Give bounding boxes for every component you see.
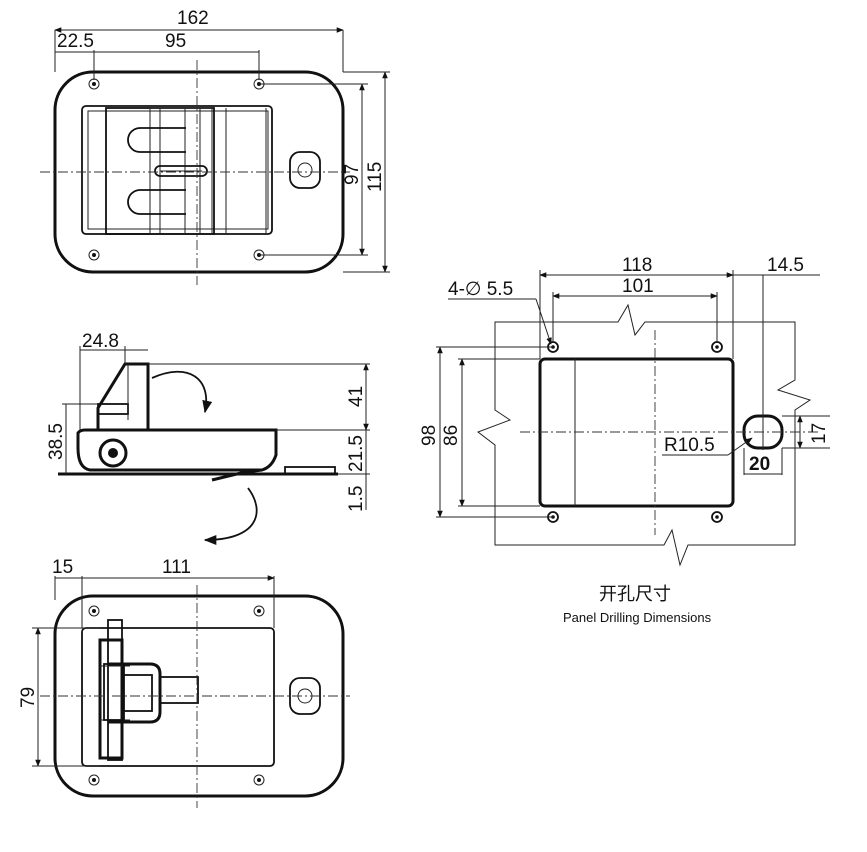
dim-slot-width: 20 xyxy=(749,454,770,475)
caption-title-en: Panel Drilling Dimensions xyxy=(563,610,712,625)
cutout-opening xyxy=(538,357,735,508)
top-view-handle xyxy=(105,107,267,235)
side-view-handle xyxy=(96,362,150,430)
bottom-view-holes xyxy=(88,605,265,786)
top-view-keyhole xyxy=(289,151,321,189)
dim-slot-offset: 14.5 xyxy=(767,255,804,276)
side-view-knob xyxy=(98,438,128,468)
side-view: 24.8 38.5 41 21.5 1.5 xyxy=(46,331,370,546)
dim-total-height: 41 xyxy=(346,386,367,407)
dim-bottom-offset: 15 xyxy=(52,557,73,578)
bottom-view-mechanism xyxy=(98,619,199,761)
top-view-holes xyxy=(88,78,265,261)
dim-handle-width: 24.8 xyxy=(82,331,119,352)
top-view: 162 22.5 95 97 115 xyxy=(40,8,390,285)
dim-left-height: 38.5 xyxy=(46,423,67,460)
dim-hole-spacing: 95 xyxy=(165,31,186,52)
dim-cutout-hole-spacing: 101 xyxy=(622,276,654,297)
dim-overall-width: 162 xyxy=(177,8,209,29)
dim-slot-height: 17 xyxy=(809,423,830,444)
dim-bottom-height: 79 xyxy=(18,687,39,708)
caption-title-cn: 开孔尺寸 xyxy=(599,584,671,605)
dim-overall-height: 115 xyxy=(365,162,386,192)
dim-body-height: 21.5 xyxy=(346,435,367,472)
dim-cutout-width: 118 xyxy=(622,255,652,276)
dim-hole-offset: 22.5 xyxy=(57,31,94,52)
dim-bottom-span: 111 xyxy=(162,557,191,578)
dim-cutout-height-inner: 86 xyxy=(441,425,462,446)
dim-cutout-height-outer: 98 xyxy=(419,425,440,446)
dim-radius: R10.5 xyxy=(664,435,715,456)
dim-vertical-hole-spacing: 97 xyxy=(342,164,363,185)
cutout-view: 118 101 14.5 4-∅ 5.5 98 86 R10.5 17 xyxy=(419,255,830,625)
dim-holes-label: 4-∅ 5.5 xyxy=(448,279,513,300)
side-view-body xyxy=(76,428,278,472)
bottom-view: 15 111 79 xyxy=(18,557,350,808)
cutout-panel-outline xyxy=(476,303,812,567)
dim-panel-thickness: 1.5 xyxy=(346,486,367,512)
